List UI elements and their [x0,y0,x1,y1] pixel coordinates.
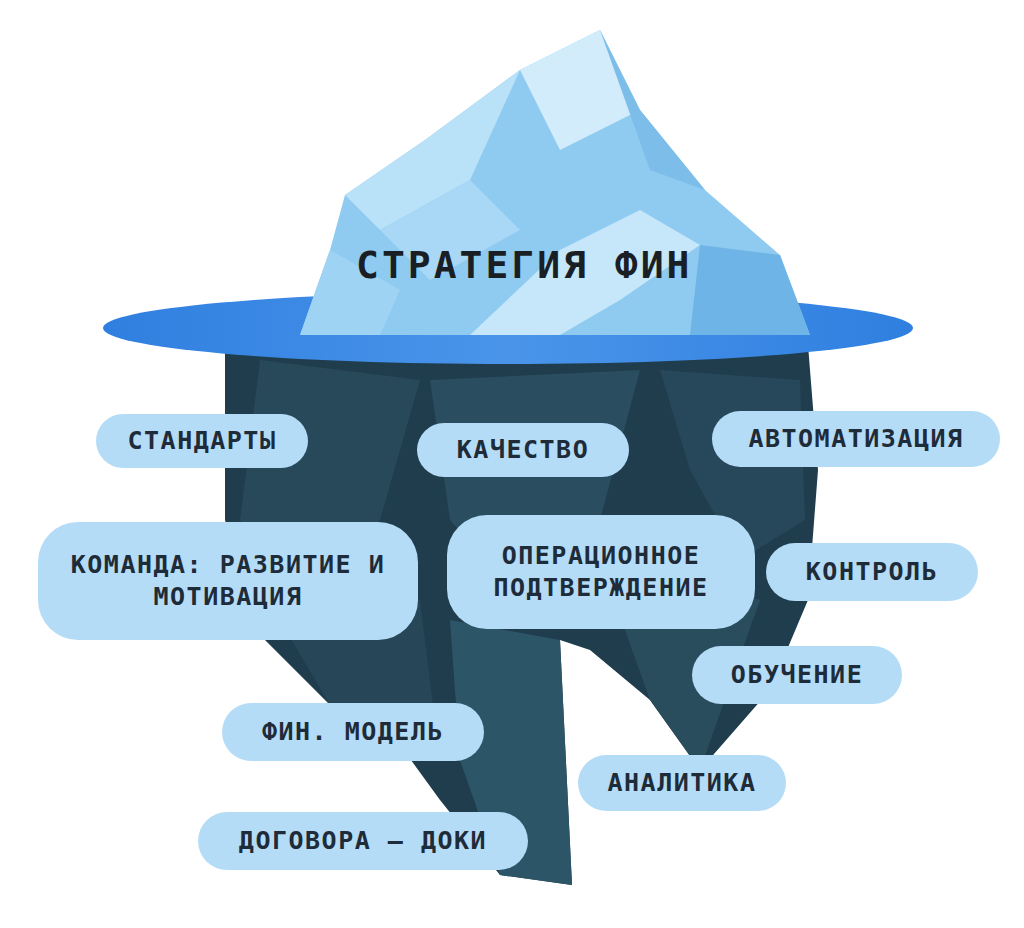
topic-pill: ДОГОВОРА — ДОКИ [198,812,528,870]
topic-pill: КАЧЕСТВО [417,423,629,477]
topic-pill: КОНТРОЛЬ [766,543,978,601]
iceberg-title: СТРАТЕГИЯ ФИН [356,243,692,287]
topic-label: АНАЛИТИКА [608,767,757,800]
topic-label: ОБУЧЕНИЕ [731,659,863,692]
topic-pill: КОМАНДА: РАЗВИТИЕ И МОТИВАЦИЯ [38,522,418,640]
topic-label: ДОГОВОРА — ДОКИ [239,825,487,858]
topic-pill: СТАНДАРТЫ [96,414,308,468]
topic-pill: АНАЛИТИКА [578,755,786,811]
topic-label: ОПЕРАЦИОННОЕ ПОДТВЕРЖДЕНИЕ [471,540,731,605]
topic-pill: ФИН. МОДЕЛЬ [222,703,484,761]
topic-pill: ОБУЧЕНИЕ [692,646,902,704]
topic-label: АВТОМАТИЗАЦИЯ [748,423,963,456]
topic-label: КАЧЕСТВО [457,434,589,467]
topic-label: СТАНДАРТЫ [128,425,277,458]
topic-label: ФИН. МОДЕЛЬ [262,716,444,749]
topic-pill: АВТОМАТИЗАЦИЯ [712,411,1000,467]
topic-label: КОМАНДА: РАЗВИТИЕ И МОТИВАЦИЯ [68,549,388,614]
topic-pill: ОПЕРАЦИОННОЕ ПОДТВЕРЖДЕНИЕ [447,515,755,629]
topic-label: КОНТРОЛЬ [806,556,938,589]
